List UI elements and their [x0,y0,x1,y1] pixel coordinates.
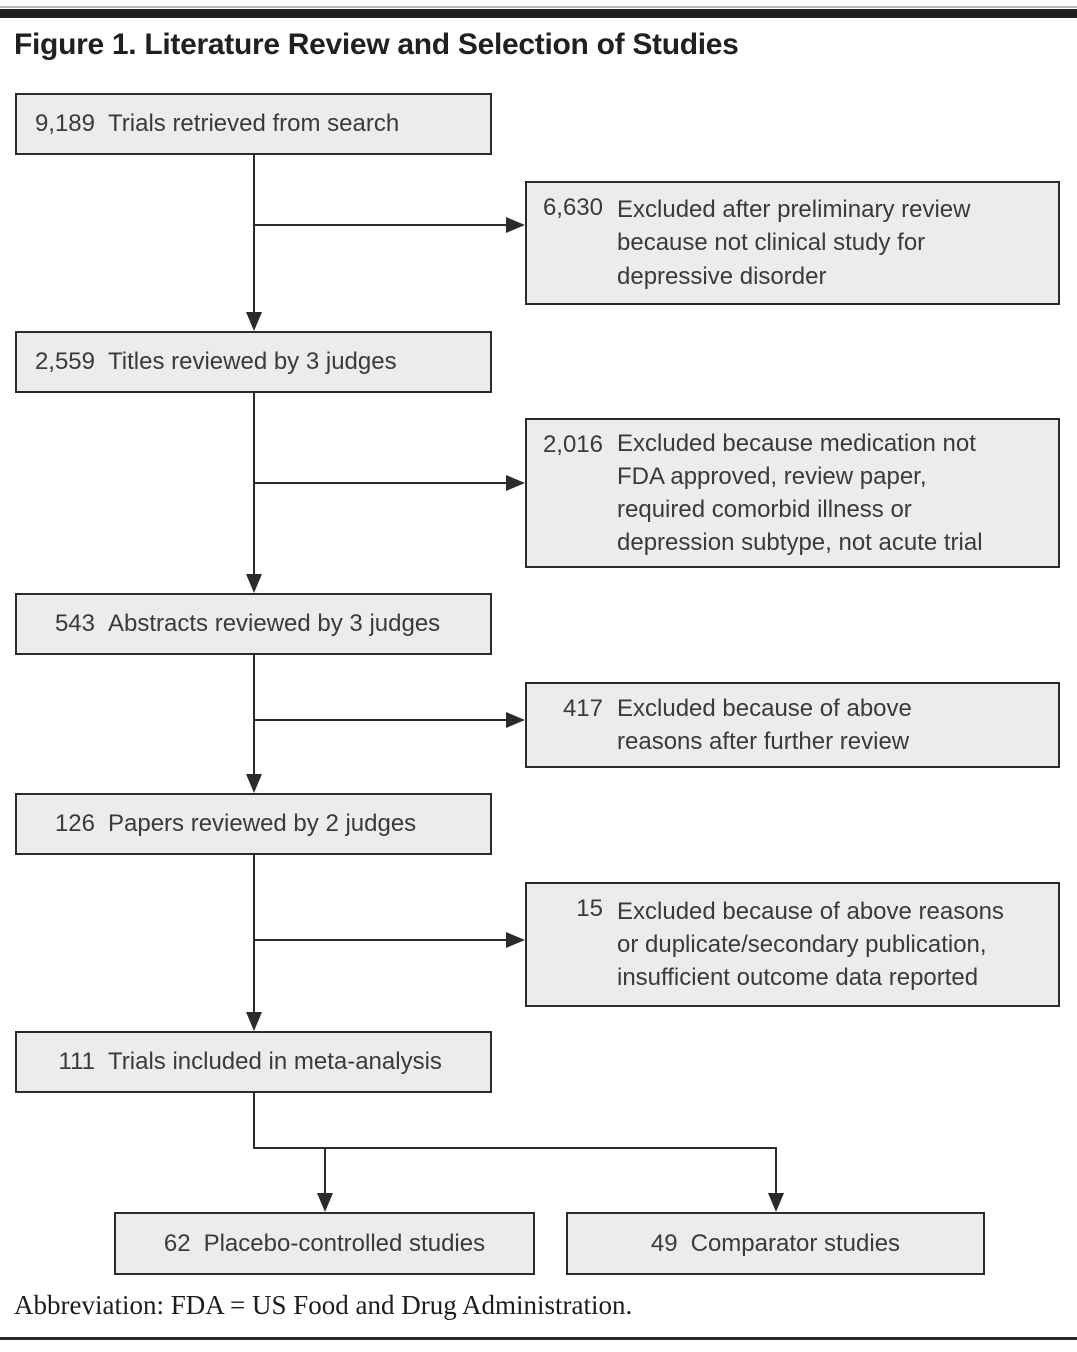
box-label: Excluded after preliminary review becaus… [617,196,971,290]
bottom-rule [0,1337,1077,1340]
abbreviation-footnote: Abbreviation: FDA = US Food and Drug Adm… [14,1290,633,1320]
box-count: 2,016 [542,431,603,458]
top-accent-bar [0,9,1077,18]
arrow-down-icon [246,312,262,331]
box-label: Excluded because of above reasons after … [617,694,912,755]
box-label: Placebo-controlled studies [203,1229,486,1257]
box-label: Trials included in meta-analysis [108,1048,442,1076]
box-label: Excluded because of above reasons or dup… [617,897,1004,992]
box-count: 543 [54,610,95,638]
box-count: 111 [58,1048,95,1076]
box-label: Titles reviewed by 3 judges [108,348,397,376]
arrow-down-icon [768,1193,784,1212]
figure-title: Figure 1. Literature Review and Selectio… [14,28,739,61]
box-count: 15 [576,895,603,922]
box-label: Papers reviewed by 2 judges [108,810,417,838]
box-excluded-preliminary: 6,630 Excluded after preliminary review … [525,181,1060,305]
box-count: 126 [54,810,95,838]
box-comparator: 49 Comparator studies [566,1212,985,1275]
box-count: 62 [163,1229,191,1257]
arrow-right-icon [506,217,525,233]
box-count: 2,559 [34,348,95,376]
arrow-right-icon [506,932,525,948]
box-placebo-controlled: 62 Placebo-controlled studies [114,1212,535,1275]
box-label: Excluded because medication not FDA appr… [617,429,983,557]
box-count: 417 [562,695,603,722]
box-count: 49 [650,1229,678,1257]
box-abstracts-reviewed: 543 Abstracts reviewed by 3 judges [15,593,492,655]
box-count: 9,189 [34,110,95,138]
box-label: Trials retrieved from search [108,110,400,138]
box-excluded-further-review: 417 Excluded because of above reasons af… [525,682,1060,768]
top-accent-thin-line [0,6,1077,8]
box-excluded-duplicate: 15 Excluded because of above reasons or … [525,882,1060,1007]
arrow-right-icon [506,712,525,728]
box-label: Comparator studies [690,1229,901,1257]
arrow-right-icon [506,475,525,491]
arrow-down-icon [317,1193,333,1212]
box-papers-reviewed: 126 Papers reviewed by 2 judges [15,793,492,855]
arrow-down-icon [246,1012,262,1031]
box-count: 6,630 [542,194,603,221]
arrow-down-icon [246,574,262,593]
box-label: Abstracts reviewed by 3 judges [108,610,441,638]
box-trials-retrieved: 9,189 Trials retrieved from search [15,93,492,155]
box-excluded-not-fda: 2,016 Excluded because medication not FD… [525,418,1060,568]
box-trials-included: 111 Trials included in meta-analysis [15,1031,492,1093]
box-titles-reviewed: 2,559 Titles reviewed by 3 judges [15,331,492,393]
arrow-down-icon [246,774,262,793]
